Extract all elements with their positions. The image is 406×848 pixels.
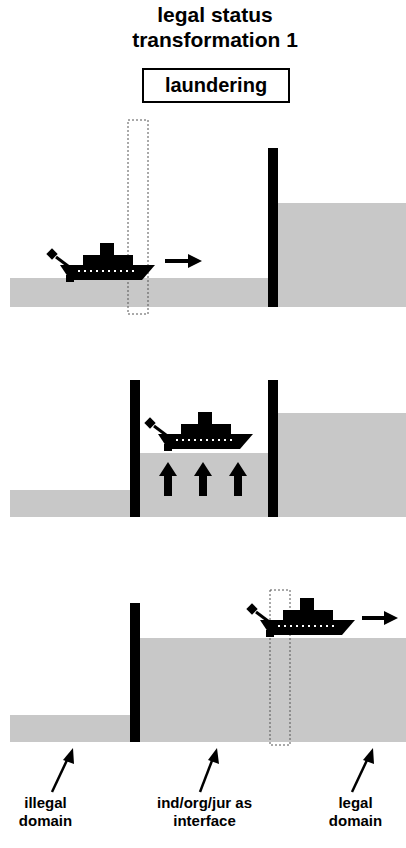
leader-arrows <box>52 748 374 792</box>
panel-before <box>10 120 406 314</box>
diagram-title: legal status transformation 1 <box>95 2 335 52</box>
domain-label: legal domain <box>318 794 393 830</box>
box-label: laundering <box>165 74 267 97</box>
domain-label: ind/org/jur as interface <box>152 794 257 830</box>
panel-after <box>10 590 406 745</box>
domain-label: illegal domain <box>8 794 83 830</box>
process-box: laundering <box>142 68 290 103</box>
panel-lifting <box>10 380 406 517</box>
